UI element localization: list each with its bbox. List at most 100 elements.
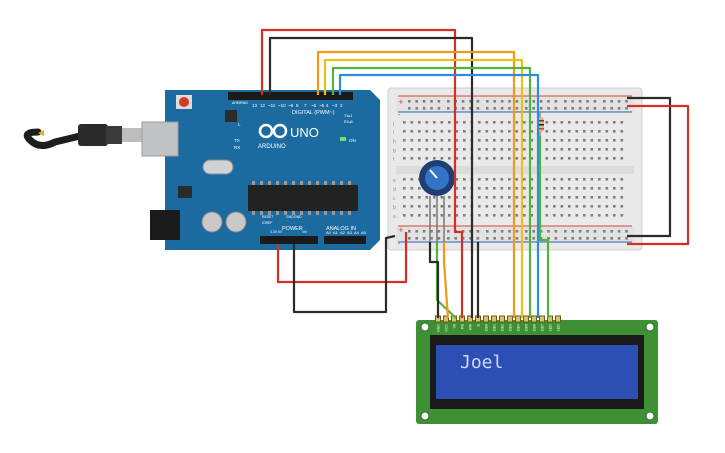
breadboard-hole [625,100,628,103]
breadboard-hole [500,100,504,103]
breadboard-hole [437,100,441,103]
breadboard-hole [440,139,444,142]
breadboard-hole [613,196,616,199]
breadboard-hole [493,237,496,240]
breadboard-hole [620,130,624,133]
digital-label: DIGITAL (PWM~) [292,110,335,116]
breadboard-hole [575,205,579,208]
pin-label: IOREF [262,221,272,225]
breadboard-hole [433,205,436,208]
breadboard-hole [590,205,594,208]
breadboard-hole [545,205,549,208]
wire-black [292,234,396,314]
breadboard-holes [403,100,628,240]
breadboard-hole [605,148,609,151]
breadboard-hole [508,130,511,133]
breadboard-hole [500,157,504,160]
breadboard-hole [493,178,496,181]
breadboard-hole [547,100,550,103]
breadboard-hole [447,230,450,233]
analog-label: ANALOG IN [326,226,356,232]
breadboard-hole [593,100,597,103]
breadboard-hole [500,178,504,181]
breadboard-hole [478,214,481,217]
breadboard-hole [605,187,609,190]
breadboard-hole [415,237,418,240]
potentiometer[interactable] [419,160,455,242]
reset-button[interactable] [179,97,189,107]
wire-orange [316,50,516,318]
breadboard-hole [590,187,594,190]
lcd-pin [539,315,545,323]
lcd-display-text: Joel [460,352,503,373]
breadboard-hole [568,121,571,124]
breadboard-hole [605,139,609,142]
breadboard-hole [478,121,481,124]
usb-cable [23,124,144,149]
breadboard-hole [433,214,436,217]
breadboard-hole [575,187,579,190]
breadboard-hole [605,121,609,124]
breadboard-hole [617,230,621,233]
breadboard-hole [553,148,556,151]
breadboard-hole [620,205,624,208]
lcd-pin [515,315,521,323]
breadboard-hole [463,148,466,151]
breadboard-hole [583,187,586,190]
breadboard-hole [469,107,472,110]
breadboard-hole [625,237,628,240]
breadboard-hole [485,157,489,160]
breadboard-hole [554,107,558,110]
breadboard-hole [500,148,504,151]
breadboard-hole [408,230,411,233]
breadboard-hole [590,130,594,133]
breadboard-hole [564,107,567,110]
row-letter: a [393,214,396,220]
wire-black [627,96,672,238]
breadboard-hole [493,230,496,233]
pin-label: GND [286,215,294,219]
breadboard-hole [590,214,594,217]
breadboard-hole [568,205,571,208]
breadboard-hole [508,100,511,103]
breadboard-hole [583,205,586,208]
breadboard-hole [530,139,534,142]
breadboard-hole [560,121,564,124]
breadboard-hole [583,214,586,217]
lcd-pin-label: DB2 [501,324,505,331]
breadboard-hole [598,214,601,217]
breadboard-hole [605,178,609,181]
pin-label: AREF [232,101,242,105]
breadboard-hole [455,214,459,217]
lcd-pin-label: V0 [453,324,457,328]
breadboard-hole [418,214,421,217]
pin-label: A5 [361,230,367,235]
breadboard-hole [598,205,601,208]
breadboard-hole [568,187,571,190]
pin-label: 5V [278,230,283,234]
breadboard-hole [403,178,406,181]
breadboard-hole [425,148,429,151]
wire-red [627,104,690,246]
breadboard-hole [598,130,601,133]
breadboard-hole [463,139,466,142]
on-led [340,137,346,141]
wire-red [276,232,408,284]
breadboard-hole [433,130,436,133]
breadboard-hole [454,237,457,240]
breadboard-hole [425,157,429,160]
breadboard-hole [586,230,589,233]
breadboard-hole [525,230,528,233]
breadboard-hole [560,214,564,217]
breadboard-hole [422,100,426,103]
pin-label: ~9 [288,103,294,108]
breadboard-hole [590,148,594,151]
breadboard-hole [620,196,624,199]
breadboard-hole [532,237,535,240]
breadboard-hole [545,178,549,181]
breadboard-hole [455,187,459,190]
lcd-pin-label: RS [461,323,465,329]
arduino-brand-text: ARDUINO [258,144,286,150]
breadboard-hole [545,157,549,160]
